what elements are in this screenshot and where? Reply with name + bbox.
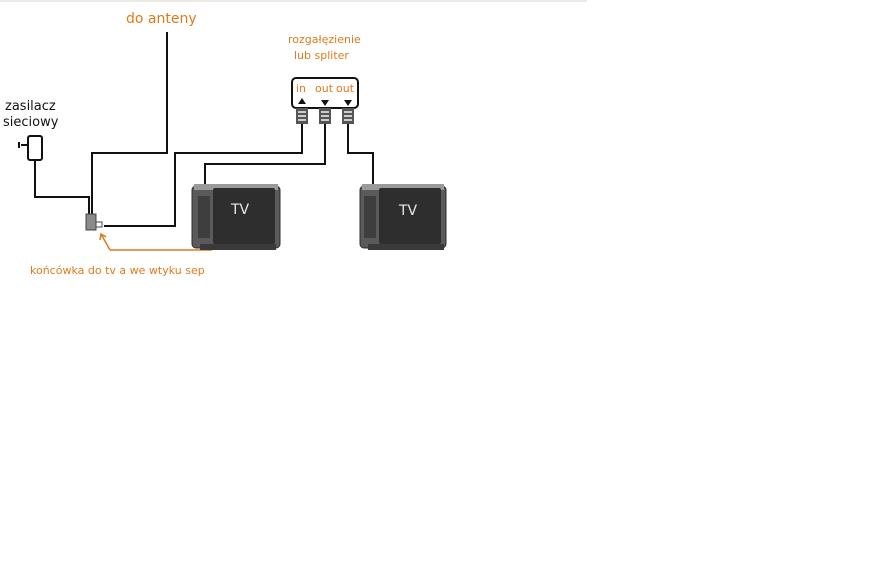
- power-supply-label-line2: sieciowy: [3, 115, 59, 130]
- tv2-label: TV: [399, 203, 418, 219]
- amplifier-box-icon: [85, 213, 103, 231]
- end-piece-label: końcówka do tv a we wtyku sep: [30, 265, 205, 277]
- splitter-port-out-1: out: [315, 82, 334, 95]
- power-supply-cable: [34, 160, 90, 215]
- splitter-label-line2: lub spliter: [294, 49, 349, 62]
- tv1-icon: [191, 184, 281, 250]
- tv2-icon: [359, 184, 447, 250]
- splitter-label-line1: rozgałęzienie: [288, 33, 361, 46]
- splitter-port-in: in: [296, 82, 307, 95]
- splitter-box: [291, 77, 359, 124]
- power-adapter-icon: [18, 135, 43, 161]
- cable-to-splitter-in: [104, 122, 303, 227]
- antenna-cable: [91, 32, 168, 215]
- splitter-port-out-2: out: [336, 82, 355, 95]
- cable-to-tv1: [204, 122, 326, 195]
- top-divider: [0, 0, 587, 2]
- cable-to-tv2: [347, 122, 374, 195]
- power-supply-label-line1: zasilacz: [5, 99, 56, 114]
- pointer-arrow: [99, 232, 212, 251]
- antenna-label: do anteny: [126, 11, 197, 27]
- tv1-label: TV: [231, 202, 250, 218]
